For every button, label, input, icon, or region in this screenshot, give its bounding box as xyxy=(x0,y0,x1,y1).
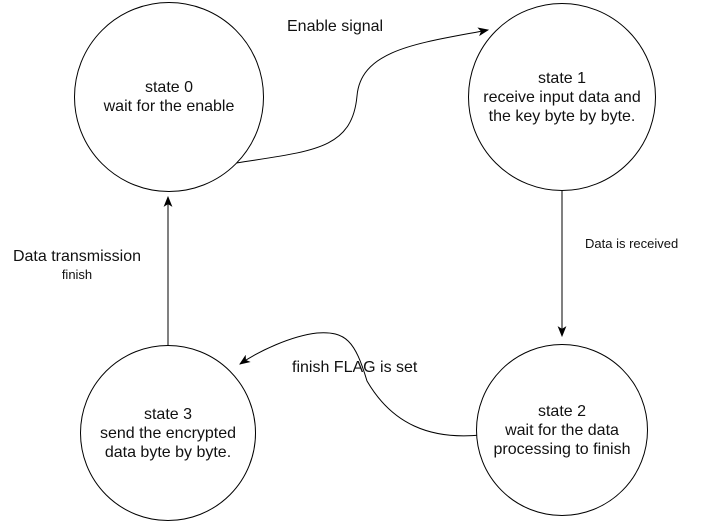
state-node-1: state 1 receive input data and the key b… xyxy=(468,3,656,191)
state-node-0: state 0 wait for the enable xyxy=(74,2,264,192)
state-0-desc-line-1: wait for the enable xyxy=(103,98,235,115)
state-1-desc-line-1: receive input data and xyxy=(483,88,641,106)
state-node-2: state 2 wait for the data processing to … xyxy=(476,344,648,516)
edge-label-finish-flag: finish FLAG is set xyxy=(292,359,418,376)
edge-label-enable-signal: Enable signal xyxy=(287,18,384,35)
state-2-name: state 2 xyxy=(537,402,587,420)
edge-label-data-transmission-line-1: Data transmission xyxy=(12,248,142,265)
state-node-3: state 3 send the encrypted data byte by … xyxy=(80,345,256,521)
state-1-desc-line-2: the key byte by byte. xyxy=(488,107,636,125)
state-2-desc-line-1: wait for the data xyxy=(505,421,619,439)
state-3-desc-line-2: data byte by byte. xyxy=(104,443,232,461)
edge-label-data-transmission: Data transmission finish xyxy=(0,247,154,283)
transition-arrow-state0-to-state1 xyxy=(235,27,490,164)
state-0-name: state 0 xyxy=(144,79,194,96)
state-3-desc-line-1: send the encrypted xyxy=(99,424,237,442)
state-1-name: state 1 xyxy=(537,69,587,87)
state-3-name: state 3 xyxy=(143,405,193,423)
state-2-desc-line-2: processing to finish xyxy=(493,440,631,458)
edge-label-data-transmission-line-2: finish xyxy=(61,267,93,282)
edge-label-data-received: Data is received xyxy=(585,236,679,251)
transition-arrow-state2-to-state3 xyxy=(239,332,482,437)
